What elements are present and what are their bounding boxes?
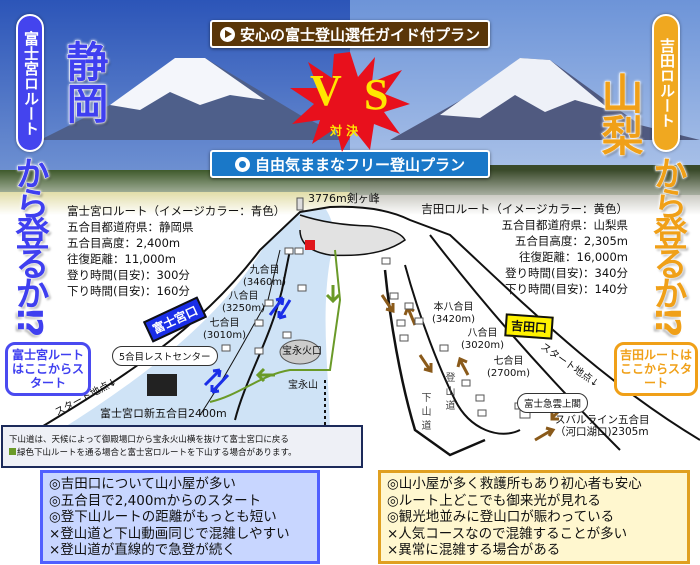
yoshida-station7: 七合目(2700m) <box>487 356 530 379</box>
vs-starburst-icon <box>290 52 410 152</box>
free-plan-button[interactable]: 自由気ままなフリー登山プラン <box>210 150 490 178</box>
fujinomiya-info: 富士宮ロルート（イメージカラー：青色）五合目都道府県：静岡県五合目高度：2,40… <box>67 204 286 298</box>
yoshida-info: 吉田ロルート（イメージカラー：黄色）五合目都道府県：山梨県五合目高度：2,305… <box>421 202 628 296</box>
post-office-icon <box>305 240 315 250</box>
fuji-station9: 九合目(3460m) <box>243 265 286 288</box>
summit-label: 3776m剣ヶ峰 <box>308 192 380 205</box>
yoshida-route-pill: 吉田ロルート <box>652 14 680 152</box>
unjokaku-bubble: 富士急雲上閣 <box>517 393 589 413</box>
vs-s: S <box>364 70 389 119</box>
yoshida-start-box: 吉田ルートはここからスタート <box>614 342 698 396</box>
fujinomiya-pros-cons: ◎吉田口について山小屋が多い◎五合目で2,400mからのスタート◎登下山ルートの… <box>40 470 320 564</box>
descent-note: 下山道は、天候によって御殿場口から宝永火山横を抜けて富士宮口に戻る 緑色下山ルー… <box>1 425 363 468</box>
fujinomiya-route-pill: 富士宮ロルート <box>16 14 44 152</box>
yoshida-sign: 吉田口 <box>504 313 554 340</box>
subaru-5th-label: スバルライン五合目（河口湖口)2305m <box>555 414 650 438</box>
vs-v: V <box>310 66 342 115</box>
play-icon <box>219 26 235 42</box>
ascent-trail-label: 登山道 <box>443 372 454 414</box>
left-question: から登るか!? <box>9 155 50 334</box>
fuji-station8: 八合目(3250m) <box>222 291 265 314</box>
fujinomiya-start-box: 富士宮ルートはここからスタート <box>5 342 91 396</box>
fuji-new-5th-label: 富士宮ロ新五合目2400m <box>100 407 227 420</box>
rest-center-building-icon <box>147 374 177 396</box>
shizuoka-title: 静岡 <box>60 40 110 125</box>
right-question: から登るか!? <box>647 155 688 334</box>
yoshida-hon8: 本八合目(3420m) <box>432 302 475 325</box>
vs-taiketsu: 対 決 <box>330 124 359 138</box>
descent-trail-label: 下山道 <box>419 392 430 434</box>
yoshida-station8: 八合目(3020m) <box>461 328 504 351</box>
fuji-station7: 七合目(3010m) <box>203 318 246 341</box>
guide-plan-button[interactable]: 安心の富士登山選任ガイド付プラン <box>210 20 490 48</box>
target-icon <box>234 156 250 172</box>
yamanashi-title: 山梨 <box>595 72 645 157</box>
hoei-mountain-label: 宝永山 <box>288 380 318 391</box>
rest-center-bubble: 5合目レストセンター <box>112 346 218 366</box>
green-legend-swatch <box>9 447 16 455</box>
yoshida-pros-cons: ◎山小屋が多く救護所もあり初心者も安心◎ルート上どこでも御来光が見れる◎観光地並… <box>378 470 690 564</box>
hoei-crater-label: 宝永火口 <box>282 346 322 357</box>
